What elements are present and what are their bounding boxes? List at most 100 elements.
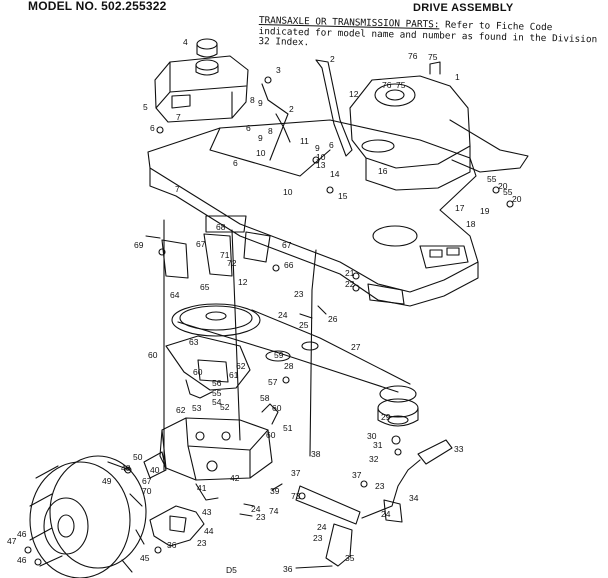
callout-13: 13 [316,160,326,170]
brackets-drawing [145,215,271,279]
callout-45: 45 [140,553,150,563]
callout-19: 19 [480,206,490,216]
callout-46: 46 [17,529,27,539]
pulley-belt-drawing [171,303,419,427]
callout-10: 10 [256,148,266,158]
callout-38: 38 [311,449,321,459]
frame-drawing [147,119,479,307]
callout-7: 7 [175,184,180,194]
callout-58: 58 [260,393,270,403]
callout-67: 67 [196,239,206,249]
callout-15: 15 [338,191,348,201]
callout-24: 24 [381,509,391,519]
callout-48: 48 [121,463,131,473]
callout-35: 35 [345,553,355,563]
callout-56: 56 [212,378,222,388]
callout-46: 46 [17,555,27,565]
callout-42: 42 [230,473,240,483]
callout-76: 76 [382,80,392,90]
callout-36: 36 [283,564,293,574]
callout-25: 25 [299,320,309,330]
callout-24: 24 [251,504,261,514]
callout-59: 59 [274,350,284,360]
callout-5: 5 [143,102,148,112]
callout-73: 73 [291,491,301,501]
callout-4: 4 [183,37,188,47]
callout-60: 60 [193,367,203,377]
callout-44: 44 [204,526,214,536]
callout-66: 66 [284,260,294,270]
callout-24: 24 [317,522,327,532]
callout-28: 28 [284,361,294,371]
callout-71: 71 [220,250,230,260]
callout-20: 20 [498,181,508,191]
callout-14: 14 [330,169,340,179]
callout-76: 76 [408,51,418,61]
callout-23: 23 [256,512,266,522]
callout-34: 34 [409,493,419,503]
callout-53: 53 [192,403,202,413]
callout-2: 2 [330,54,335,64]
callout-55: 55 [503,187,513,197]
callout-6: 6 [150,123,155,133]
hardware-drawing [24,76,514,566]
callout-60: 60 [272,403,282,413]
callout-9: 9 [315,143,320,153]
callout-12: 12 [349,89,359,99]
callout-18: 18 [466,219,476,229]
callout-47: 47 [7,536,17,546]
callout-52: 52 [220,402,230,412]
callout-31: 31 [373,440,383,450]
callout-64: 64 [170,290,180,300]
callout-36: 36 [167,540,177,550]
callout-1: 1 [455,72,460,82]
callout-23: 23 [197,538,207,548]
brake-lever-drawing [149,439,453,569]
callout-63: 63 [189,337,199,347]
callout-17: 17 [455,203,465,213]
callout-8: 8 [268,126,273,136]
callout-11: 11 [300,136,309,146]
callout-75: 75 [396,80,406,90]
callout-70: 70 [142,486,152,496]
callout-62: 62 [176,405,186,415]
callout-67: 67 [142,476,152,486]
callout-37: 37 [352,470,362,480]
callout-54: 54 [212,397,222,407]
callout-26: 26 [328,314,338,324]
callout-40: 40 [150,465,160,475]
fuel-tank-drawing [154,38,249,123]
callout-57: 57 [268,377,278,387]
callout-74: 74 [269,506,279,516]
model-number: MODEL NO. 502.255322 [28,0,167,13]
callout-55: 55 [487,174,497,184]
callout-43: 43 [202,507,212,517]
callout-39: 39 [270,486,280,496]
callout-67: 67 [282,240,292,250]
callout-65: 65 [200,282,210,292]
callout-7: 7 [176,112,181,122]
callout-30: 30 [367,431,377,441]
callout-16: 16 [378,166,388,176]
callout-23: 23 [375,481,385,491]
callout-60: 60 [266,430,276,440]
callout-33: 33 [454,444,464,454]
callout-22: 22 [345,279,355,289]
page-title: DRIVE ASSEMBLY [413,2,514,14]
callout-9: 9 [258,133,263,143]
idler-bracket-drawing [165,335,279,425]
callout-12: 12 [238,277,248,287]
callout-75: 75 [428,52,438,62]
callout-60: 60 [148,350,158,360]
engine-drawing [349,61,529,191]
callout-51: 51 [283,423,293,433]
callout-8: 8 [250,95,255,105]
callout-20: 20 [512,194,522,204]
callout-23: 23 [313,533,323,543]
callout-6: 6 [233,158,238,168]
callout-68: 68 [216,222,226,232]
callout-41: 41 [197,483,207,493]
